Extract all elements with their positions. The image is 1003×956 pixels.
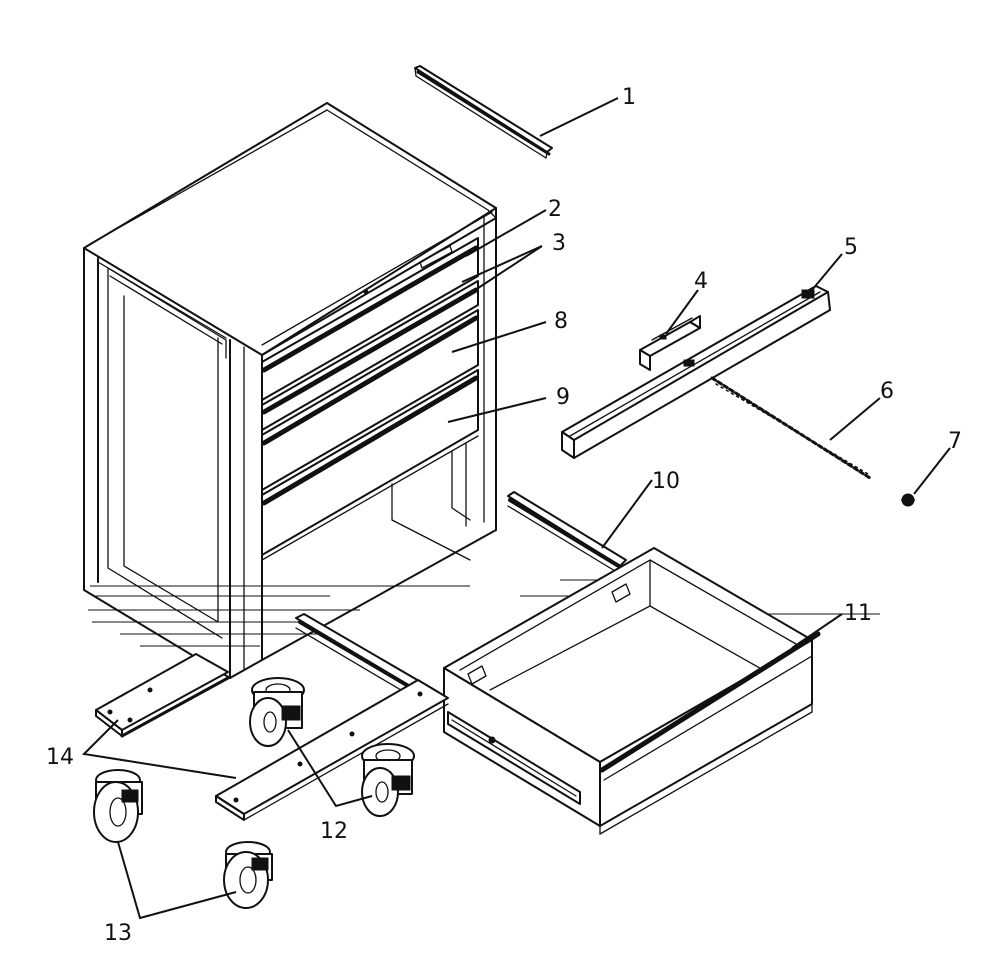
part-7-screw [901, 493, 915, 507]
callout-4: 4 [694, 269, 708, 294]
cabinet-drawer-fronts [261, 237, 479, 561]
part-12-caster-b [361, 743, 415, 817]
part-6-ball-strip [710, 376, 872, 480]
part-5-slide-rail [561, 285, 831, 459]
part-13-caster-b [223, 841, 273, 909]
callout-14: 14 [46, 745, 74, 770]
callout-9: 9 [556, 385, 570, 410]
part-12-caster-a [249, 677, 305, 747]
callout-8: 8 [554, 309, 568, 334]
part-1-trim-strip [414, 65, 553, 159]
leader-lines [81, 97, 951, 920]
callout-3: 3 [552, 231, 566, 256]
callout-labels: 1 2 3 4 5 6 7 8 9 10 11 12 13 14 [46, 85, 962, 946]
part-4-bracket [639, 315, 701, 371]
callout-12: 12 [320, 819, 348, 844]
callout-10: 10 [652, 469, 680, 494]
callout-6: 6 [880, 379, 894, 404]
part-14-base-plate-right [215, 679, 449, 821]
callout-2: 2 [548, 197, 562, 222]
callout-11: 11 [844, 601, 872, 626]
part-13-caster-a [93, 769, 143, 843]
part-14-base-plate-left [95, 653, 230, 738]
callout-13: 13 [104, 921, 132, 946]
drawer-box [443, 547, 821, 835]
callout-7: 7 [948, 429, 962, 454]
part-10-drawer-slide [507, 491, 627, 575]
callout-5: 5 [844, 235, 858, 260]
callout-1: 1 [622, 85, 636, 110]
